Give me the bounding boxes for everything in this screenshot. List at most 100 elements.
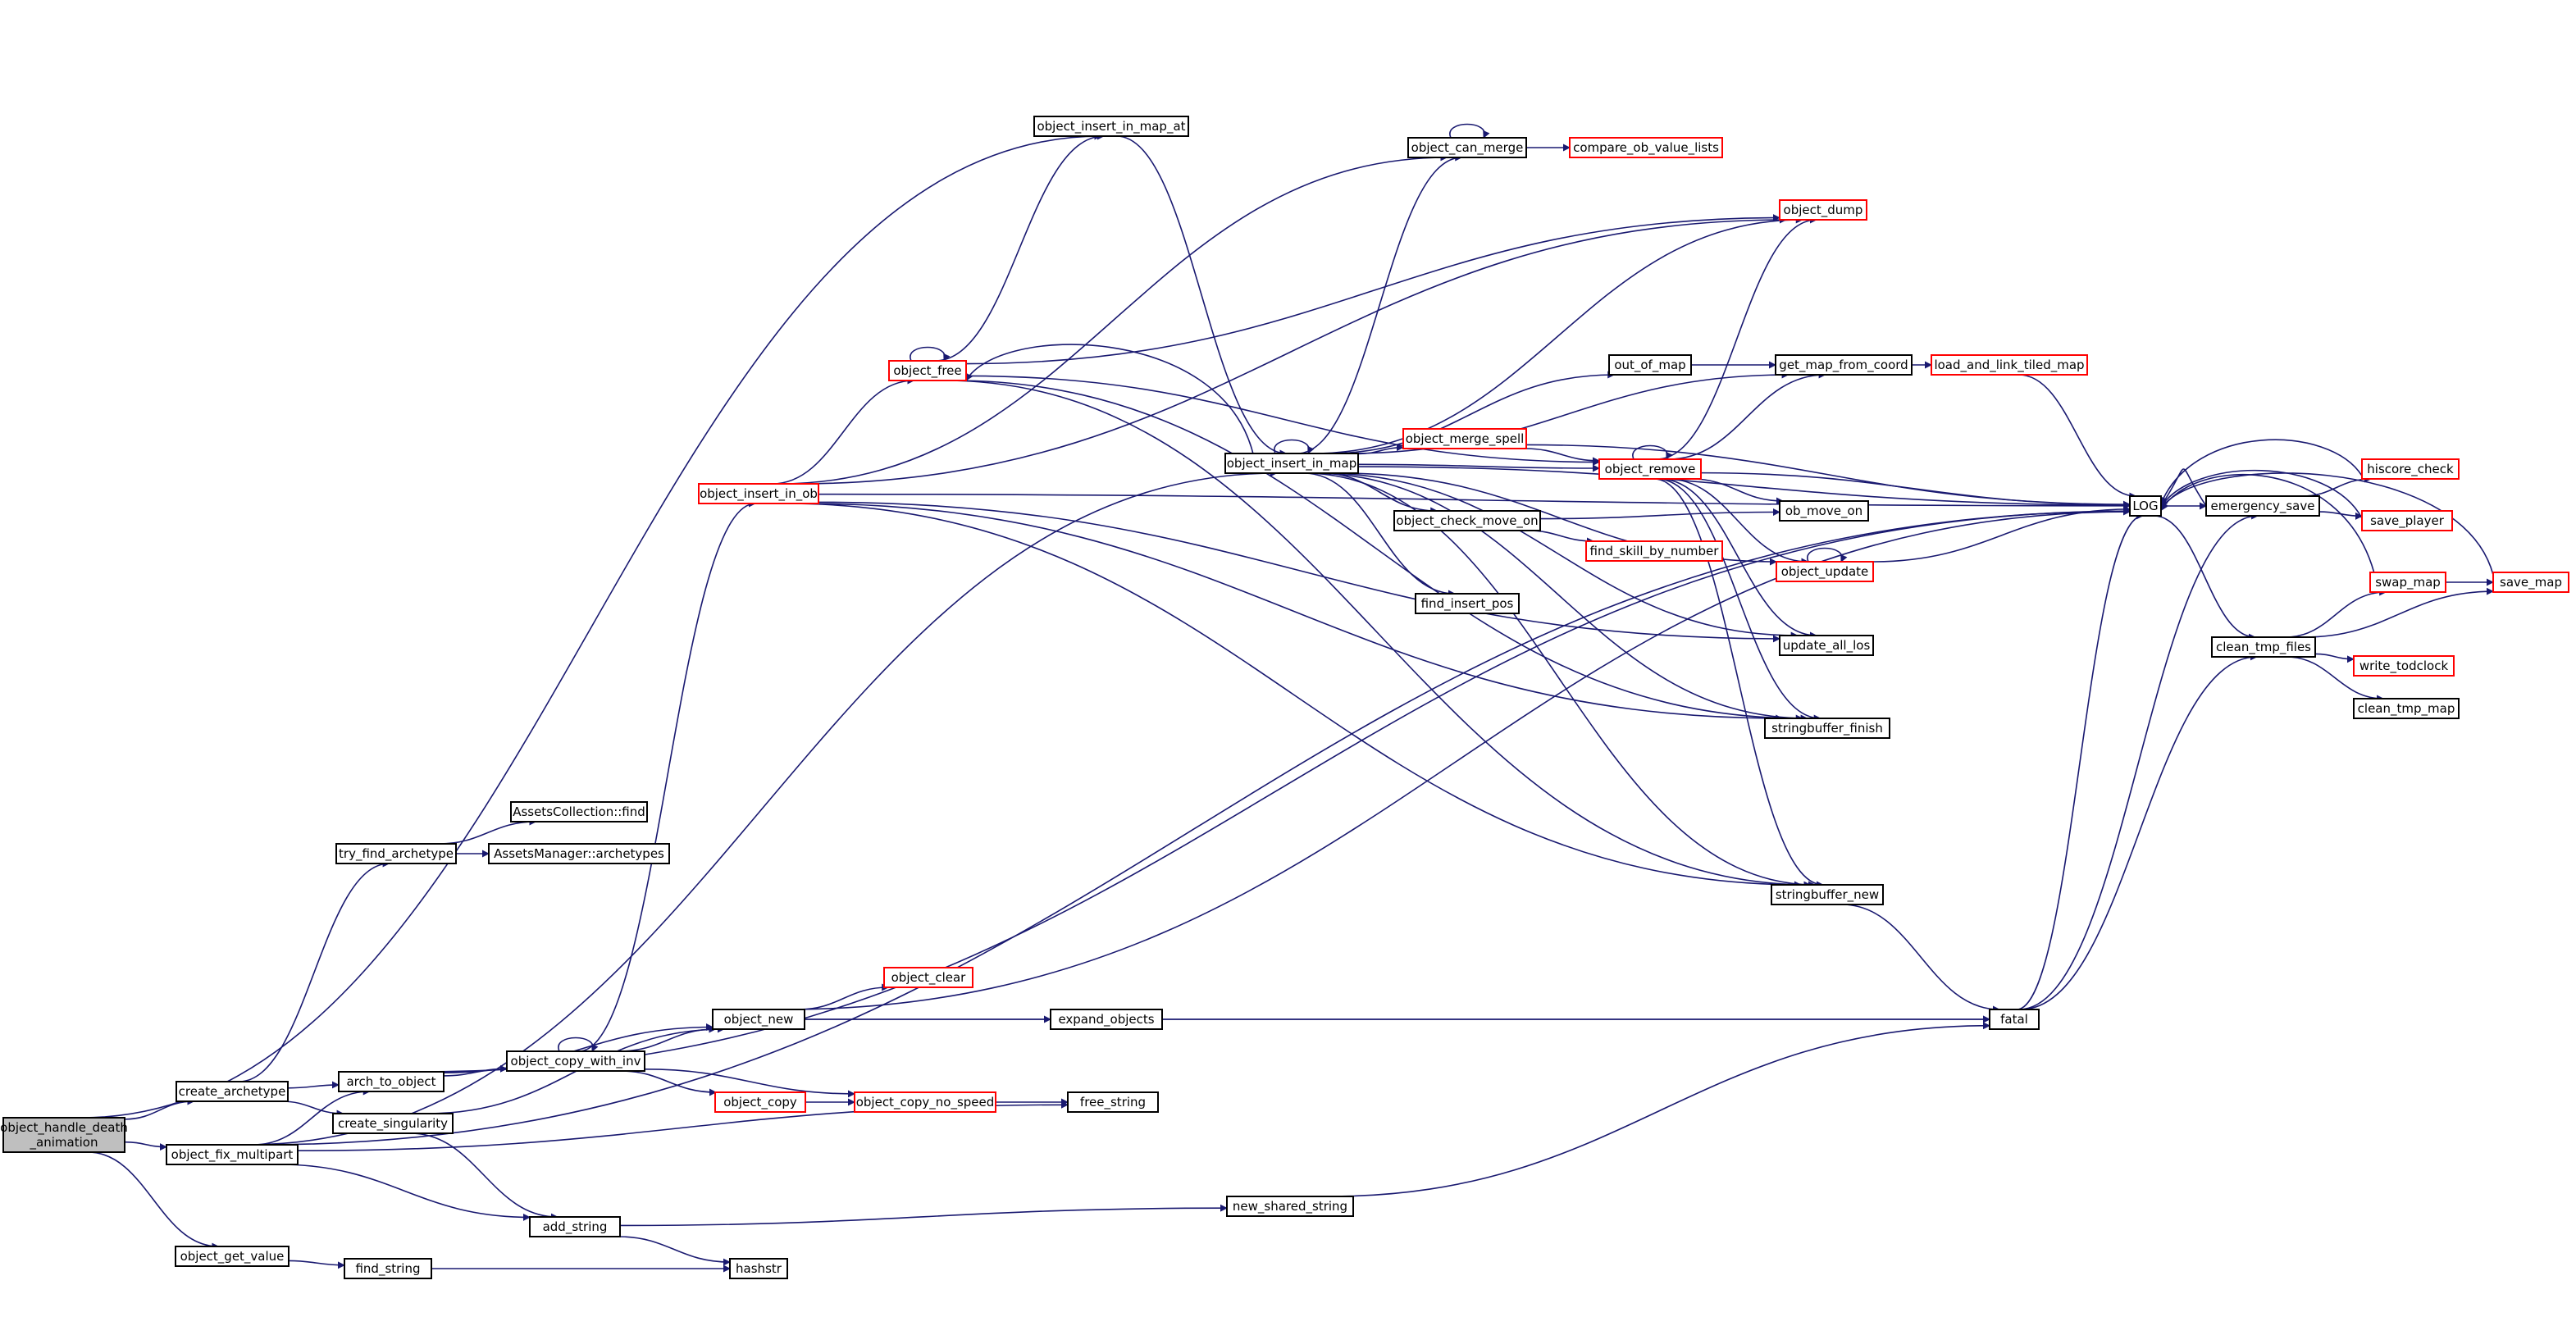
node-write-todclock[interactable]: write_todclock bbox=[2353, 655, 2455, 677]
node-box[interactable] bbox=[2361, 510, 2453, 531]
node-box[interactable] bbox=[729, 1258, 788, 1279]
node-box[interactable] bbox=[854, 1091, 996, 1113]
node-box[interactable] bbox=[1776, 561, 1874, 582]
node-box[interactable] bbox=[488, 843, 670, 864]
node-box[interactable] bbox=[1067, 1091, 1159, 1113]
node-object-merge-spell[interactable]: object_merge_spell bbox=[1402, 428, 1527, 449]
node-box[interactable] bbox=[2129, 495, 2162, 517]
node-box[interactable] bbox=[1393, 510, 1541, 531]
node-save-player[interactable]: save_player bbox=[2361, 510, 2453, 531]
node-object-clear[interactable]: object_clear bbox=[883, 967, 973, 988]
node-object-copy[interactable]: object_copy bbox=[714, 1091, 806, 1113]
node-clean-tmp-map[interactable]: clean_tmp_map bbox=[2353, 698, 2460, 719]
node-box[interactable] bbox=[2492, 572, 2569, 593]
node-object-remove[interactable]: object_remove bbox=[1598, 458, 1702, 480]
node-fatal[interactable]: fatal bbox=[1989, 1009, 2040, 1030]
node-hashstr[interactable]: hashstr bbox=[729, 1258, 788, 1279]
node-box[interactable] bbox=[1608, 354, 1692, 376]
node-clean-tmp-files[interactable]: clean_tmp_files bbox=[2211, 636, 2316, 658]
node-assets-find[interactable]: AssetsCollection::find bbox=[510, 801, 648, 822]
node-object-free[interactable]: object_free bbox=[888, 360, 967, 381]
node-expand-objects[interactable]: expand_objects bbox=[1050, 1009, 1163, 1030]
node-box[interactable] bbox=[2369, 572, 2446, 593]
node-out-of-map[interactable]: out_of_map bbox=[1608, 354, 1692, 376]
node-object-insert-in-ob[interactable]: object_insert_in_ob bbox=[698, 483, 819, 504]
node-find-insert-pos[interactable]: find_insert_pos bbox=[1415, 593, 1520, 614]
node-swap-map[interactable]: swap_map bbox=[2369, 572, 2446, 593]
node-find-skill-by-number[interactable]: find_skill_by_number bbox=[1585, 540, 1723, 562]
node-box[interactable] bbox=[338, 1071, 445, 1092]
node-LOG[interactable]: LOG bbox=[2129, 495, 2162, 517]
node-arch-to-object[interactable]: arch_to_object bbox=[338, 1071, 445, 1092]
node-box[interactable] bbox=[1989, 1009, 2040, 1030]
node-box[interactable] bbox=[510, 801, 648, 822]
node-box[interactable] bbox=[1775, 354, 1913, 376]
node-box[interactable] bbox=[1402, 428, 1527, 449]
node-emergency-save[interactable]: emergency_save bbox=[2205, 495, 2320, 517]
node-get-map-from-coord[interactable]: get_map_from_coord bbox=[1775, 354, 1913, 376]
node-free-string[interactable]: free_string bbox=[1067, 1091, 1159, 1113]
node-object-check-move-on[interactable]: object_check_move_on bbox=[1393, 510, 1541, 531]
node-object-fix-multipart[interactable]: object_fix_multipart bbox=[166, 1144, 299, 1165]
node-box[interactable] bbox=[1569, 137, 1723, 158]
node-new-shared-string[interactable]: new_shared_string bbox=[1226, 1196, 1354, 1217]
node-box[interactable] bbox=[1771, 884, 1884, 905]
node-box[interactable] bbox=[714, 1091, 806, 1113]
node-root[interactable]: object_handle_death_animation bbox=[0, 1117, 128, 1153]
node-box[interactable] bbox=[1407, 137, 1527, 158]
node-object-dump[interactable]: object_dump bbox=[1779, 199, 1867, 221]
node-box[interactable] bbox=[1779, 500, 1869, 522]
node-assets-arch[interactable]: AssetsManager::archetypes bbox=[488, 843, 670, 864]
node-box[interactable] bbox=[335, 843, 457, 864]
node-object-copy-with-inv[interactable]: object_copy_with_inv bbox=[506, 1050, 645, 1072]
node-box[interactable] bbox=[176, 1081, 289, 1102]
node-box[interactable] bbox=[1598, 458, 1702, 480]
node-create-archetype[interactable]: create_archetype bbox=[176, 1081, 289, 1102]
node-try-find-archetype[interactable]: try_find_archetype bbox=[335, 843, 457, 864]
node-box[interactable] bbox=[1224, 453, 1359, 474]
node-box[interactable] bbox=[712, 1009, 805, 1030]
node-object-update[interactable]: object_update bbox=[1776, 561, 1874, 582]
node-hiscore-check[interactable]: hiscore_check bbox=[2361, 458, 2460, 480]
node-stringbuffer-finish[interactable]: stringbuffer_finish bbox=[1764, 718, 1890, 739]
node-object-can-merge[interactable]: object_can_merge bbox=[1407, 137, 1527, 158]
node-box[interactable] bbox=[1226, 1196, 1354, 1217]
node-box[interactable] bbox=[698, 483, 819, 504]
node-box[interactable] bbox=[1764, 718, 1890, 739]
node-stringbuffer-new[interactable]: stringbuffer_new bbox=[1771, 884, 1884, 905]
node-box[interactable] bbox=[175, 1246, 290, 1267]
node-box[interactable] bbox=[2361, 458, 2460, 480]
node-object-insert-in-map[interactable]: object_insert_in_map bbox=[1224, 453, 1359, 474]
node-save-map[interactable]: save_map bbox=[2492, 572, 2569, 593]
node-box[interactable] bbox=[332, 1113, 454, 1134]
node-object-copy-no-speed[interactable]: object_copy_no_speed bbox=[854, 1091, 996, 1113]
node-object-insert-in-map-at[interactable]: object_insert_in_map_at bbox=[1033, 116, 1189, 137]
node-box[interactable] bbox=[1050, 1009, 1163, 1030]
node-box[interactable] bbox=[2205, 495, 2320, 517]
node-compare-ob-value-lists[interactable]: compare_ob_value_lists bbox=[1569, 137, 1723, 158]
node-box[interactable] bbox=[1033, 116, 1189, 137]
node-box[interactable] bbox=[883, 967, 973, 988]
node-ob-move-on[interactable]: ob_move_on bbox=[1779, 500, 1869, 522]
node-box[interactable] bbox=[2211, 636, 2316, 658]
node-box[interactable] bbox=[1585, 540, 1723, 562]
node-box[interactable] bbox=[529, 1216, 621, 1237]
node-add-string[interactable]: add_string bbox=[529, 1216, 621, 1237]
node-box[interactable] bbox=[166, 1144, 299, 1165]
node-find-string[interactable]: find_string bbox=[344, 1258, 432, 1279]
node-box[interactable] bbox=[1415, 593, 1520, 614]
node-box[interactable] bbox=[506, 1050, 645, 1072]
node-create-singularity[interactable]: create_singularity bbox=[332, 1113, 454, 1134]
node-box[interactable] bbox=[344, 1258, 432, 1279]
node-box[interactable] bbox=[2353, 655, 2455, 677]
node-box[interactable] bbox=[1779, 199, 1867, 221]
node-object-new[interactable]: object_new bbox=[712, 1009, 805, 1030]
node-box[interactable] bbox=[2353, 698, 2460, 719]
node-box[interactable] bbox=[1779, 635, 1874, 656]
node-box[interactable] bbox=[1931, 354, 2088, 376]
node-object-get-value[interactable]: object_get_value bbox=[175, 1246, 290, 1267]
node-update-all-los[interactable]: update_all_los bbox=[1779, 635, 1874, 656]
node-box[interactable] bbox=[2, 1117, 125, 1153]
node-load-and-link-tiled-map[interactable]: load_and_link_tiled_map bbox=[1931, 354, 2088, 376]
node-box[interactable] bbox=[888, 360, 967, 381]
